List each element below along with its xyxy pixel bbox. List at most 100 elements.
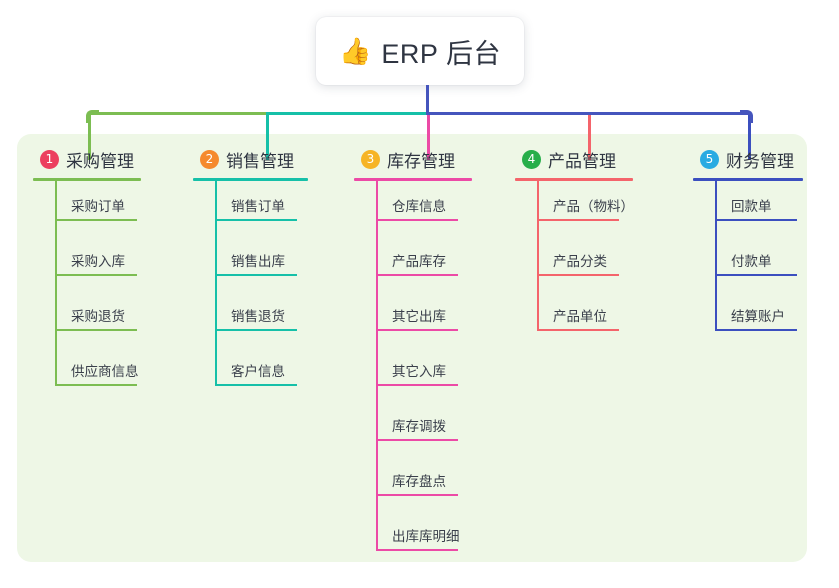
branch-underline <box>354 178 472 181</box>
list-item-label: 销售出库 <box>231 254 285 269</box>
list-item-label: 付款单 <box>731 254 772 269</box>
list-item-label: 产品库存 <box>392 254 446 269</box>
bus-segment-1 <box>88 112 268 115</box>
list-item[interactable]: 付款单 <box>678 236 803 291</box>
list-item[interactable]: 其它出库 <box>339 291 472 346</box>
list-item[interactable]: 产品（物料） <box>500 181 634 236</box>
branch-title: 财务管理 <box>726 151 794 171</box>
list-item-underline <box>376 219 458 221</box>
list-item-underline <box>55 384 137 386</box>
branch-number-badge: 5 <box>700 149 719 169</box>
branch-header-4[interactable]: 4 产品管理 <box>500 146 633 172</box>
branch-rail <box>537 181 539 329</box>
list-item[interactable]: 库存调拨 <box>339 401 472 456</box>
branch-number-badge: 1 <box>40 149 59 169</box>
branch-drop-4 <box>588 115 591 160</box>
list-item[interactable]: 采购订单 <box>18 181 141 236</box>
branch-underline <box>693 178 803 181</box>
bus-left-corner <box>86 110 99 123</box>
list-item[interactable]: 其它入库 <box>339 346 472 401</box>
list-item[interactable]: 回款单 <box>678 181 803 236</box>
thumbs-up-icon: 👍 <box>339 36 372 66</box>
list-item-underline <box>715 274 797 276</box>
branch-number-badge: 2 <box>200 149 219 169</box>
list-item[interactable]: 销售退货 <box>178 291 308 346</box>
list-item[interactable]: 产品分类 <box>500 236 633 291</box>
bus-segment-3 <box>426 112 750 115</box>
list-item-underline <box>537 219 619 221</box>
list-item[interactable]: 出库库明细 <box>339 511 472 566</box>
list-item-label: 结算账户 <box>731 309 785 324</box>
list-item[interactable]: 销售出库 <box>178 236 308 291</box>
branch-header-1[interactable]: 1 采购管理 <box>18 146 141 172</box>
branch-rail <box>55 181 57 384</box>
list-item-underline <box>376 274 458 276</box>
branch-rail <box>215 181 217 384</box>
list-item-underline <box>537 274 619 276</box>
list-item-label: 销售订单 <box>231 199 285 214</box>
branch-items: 回款单付款单结算账户 <box>678 181 803 346</box>
branch-title: 销售管理 <box>226 151 294 171</box>
list-item-underline <box>215 384 297 386</box>
list-item[interactable]: 仓库信息 <box>339 181 472 236</box>
branch-items: 产品（物料） 产品分类产品单位 <box>500 181 634 346</box>
list-item-underline <box>215 329 297 331</box>
list-item-label: 其它入库 <box>392 364 446 379</box>
root-title: ERP 后台 <box>381 38 501 69</box>
branch-column-1: 1 采购管理采购订单采购入库采购退货供应商信息 <box>18 146 141 401</box>
list-item[interactable]: 采购入库 <box>18 236 141 291</box>
branch-column-5: 5 财务管理回款单付款单结算账户 <box>678 146 803 346</box>
list-item-label: 产品（物料） <box>553 199 634 214</box>
branch-drop-5 <box>748 115 751 160</box>
list-item-label: 仓库信息 <box>392 199 446 214</box>
branch-underline <box>515 178 633 181</box>
branch-title: 产品管理 <box>548 151 616 171</box>
list-item[interactable]: 采购退货 <box>18 291 141 346</box>
list-item-underline <box>376 549 458 551</box>
list-item-underline <box>376 494 458 496</box>
branch-column-3: 3 库存管理仓库信息产品库存其它出库其它入库库存调拨库存盘点出库库明细 <box>339 146 472 566</box>
branch-title: 采购管理 <box>66 151 134 171</box>
list-item-label: 采购订单 <box>71 199 125 214</box>
branch-title: 库存管理 <box>387 151 455 171</box>
branch-number-badge: 4 <box>522 149 541 169</box>
list-item-label: 回款单 <box>731 199 772 214</box>
branch-items: 销售订单销售出库销售退货客户信息 <box>178 181 308 401</box>
branch-drop-2 <box>266 115 269 160</box>
list-item[interactable]: 结算账户 <box>678 291 803 346</box>
bus-segment-2 <box>266 112 428 115</box>
branch-drop-1 <box>88 115 91 160</box>
list-item-label: 库存盘点 <box>392 474 446 489</box>
branch-number-badge: 3 <box>361 149 380 169</box>
list-item-underline <box>376 439 458 441</box>
branch-drop-3 <box>427 115 430 160</box>
list-item-label: 产品单位 <box>553 309 607 324</box>
branch-header-3[interactable]: 3 库存管理 <box>339 146 472 172</box>
list-item-underline <box>376 329 458 331</box>
branch-rail <box>376 181 378 549</box>
list-item-underline <box>55 329 137 331</box>
list-item-label: 供应商信息 <box>71 364 139 379</box>
list-item-label: 库存调拨 <box>392 419 446 434</box>
branch-header-2[interactable]: 2 销售管理 <box>178 146 308 172</box>
list-item[interactable]: 产品库存 <box>339 236 472 291</box>
list-item-underline <box>715 219 797 221</box>
list-item-underline <box>55 274 137 276</box>
list-item[interactable]: 供应商信息 <box>18 346 141 401</box>
list-item[interactable]: 产品单位 <box>500 291 633 346</box>
list-item[interactable]: 销售订单 <box>178 181 308 236</box>
bus-right-corner <box>740 110 753 123</box>
branch-header-5[interactable]: 5 财务管理 <box>678 146 803 172</box>
branch-column-2: 2 销售管理销售订单销售出库销售退货客户信息 <box>178 146 308 401</box>
list-item-label: 销售退货 <box>231 309 285 324</box>
root-node[interactable]: 👍 ERP 后台 <box>316 17 524 85</box>
list-item[interactable]: 客户信息 <box>178 346 308 401</box>
list-item-label: 采购入库 <box>71 254 125 269</box>
list-item[interactable]: 库存盘点 <box>339 456 472 511</box>
list-item-underline <box>376 384 458 386</box>
content-panel <box>17 134 807 562</box>
list-item-underline <box>215 274 297 276</box>
list-item-label: 其它出库 <box>392 309 446 324</box>
